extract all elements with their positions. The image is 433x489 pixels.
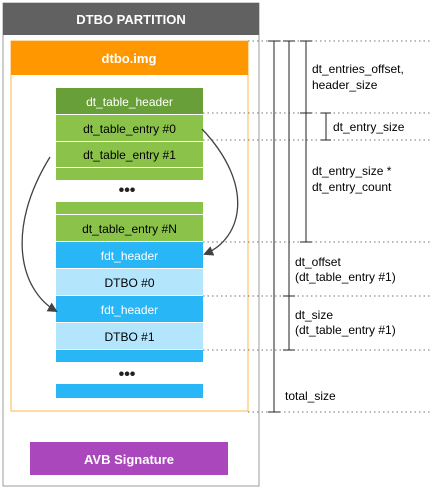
fdt-header-1-block	[56, 296, 203, 322]
dt-offset-label-1: dt_offset	[295, 255, 341, 269]
dt-table-entry-partial-block-2	[56, 202, 203, 214]
bracket-lines	[268, 40, 331, 413]
dtbo-img-bar	[11, 41, 248, 75]
partition-title-bar	[3, 3, 259, 35]
dtbo-0-label: DTBO #0	[104, 276, 154, 290]
entry-1-to-fdt-header-1-arrow	[21, 156, 58, 313]
dt-table-entry-0-label: dt_table_entry #0	[83, 122, 176, 136]
dtbo-1-block	[56, 323, 203, 349]
dt-table-header-block	[56, 88, 203, 114]
dtbo-0-block	[56, 269, 203, 295]
fdt-last-block	[56, 384, 203, 398]
dt-table-entry-1-block	[56, 142, 203, 167]
avb-signature-block	[30, 442, 228, 475]
entry-size-label: dt_entry_size	[333, 120, 405, 134]
dt-size-label-1: dt_size	[295, 308, 333, 322]
dt-size-label-2: (dt_table_entry #1)	[295, 323, 396, 337]
entries-offset-label-2: header_size	[312, 78, 378, 92]
dt-table-header-label: dt_table_header	[86, 95, 173, 109]
fdt-header-0-label: fdt_header	[101, 249, 158, 263]
dtbo-img-label: dtbo.img	[102, 51, 157, 66]
guide-lines	[203, 40, 430, 413]
fdt-header-0-block	[56, 242, 203, 268]
entry-size-count-label-2: dt_entry_count	[312, 180, 392, 194]
fdt-header-1-label: fdt_header	[101, 303, 158, 317]
partition-title: DTBO PARTITION	[76, 12, 186, 27]
dt-table-entry-n-label: dt_table_entry #N	[82, 222, 177, 236]
dt-table-entry-partial-block	[56, 168, 203, 180]
entry-0-to-fdt-header-0-arrow	[201, 128, 239, 256]
total-size-label: total_size	[285, 389, 336, 403]
ellipsis-lower: •••	[119, 366, 136, 383]
dt-table-entry-0-block	[56, 115, 203, 141]
fdt-partial-block	[56, 350, 203, 362]
dt-offset-label-2: (dt_table_entry #1)	[295, 270, 396, 284]
dt-table-entry-n-block	[56, 215, 203, 241]
entry-size-count-label-1: dt_entry_size *	[312, 164, 392, 178]
ellipsis-upper: •••	[119, 182, 136, 199]
entries-offset-label-1: dt_entries_offset,	[312, 62, 404, 76]
avb-signature-label: AVB Signature	[84, 452, 174, 467]
dtbo-1-label: DTBO #1	[104, 330, 154, 344]
dt-table-entry-1-label: dt_table_entry #1	[83, 148, 176, 162]
